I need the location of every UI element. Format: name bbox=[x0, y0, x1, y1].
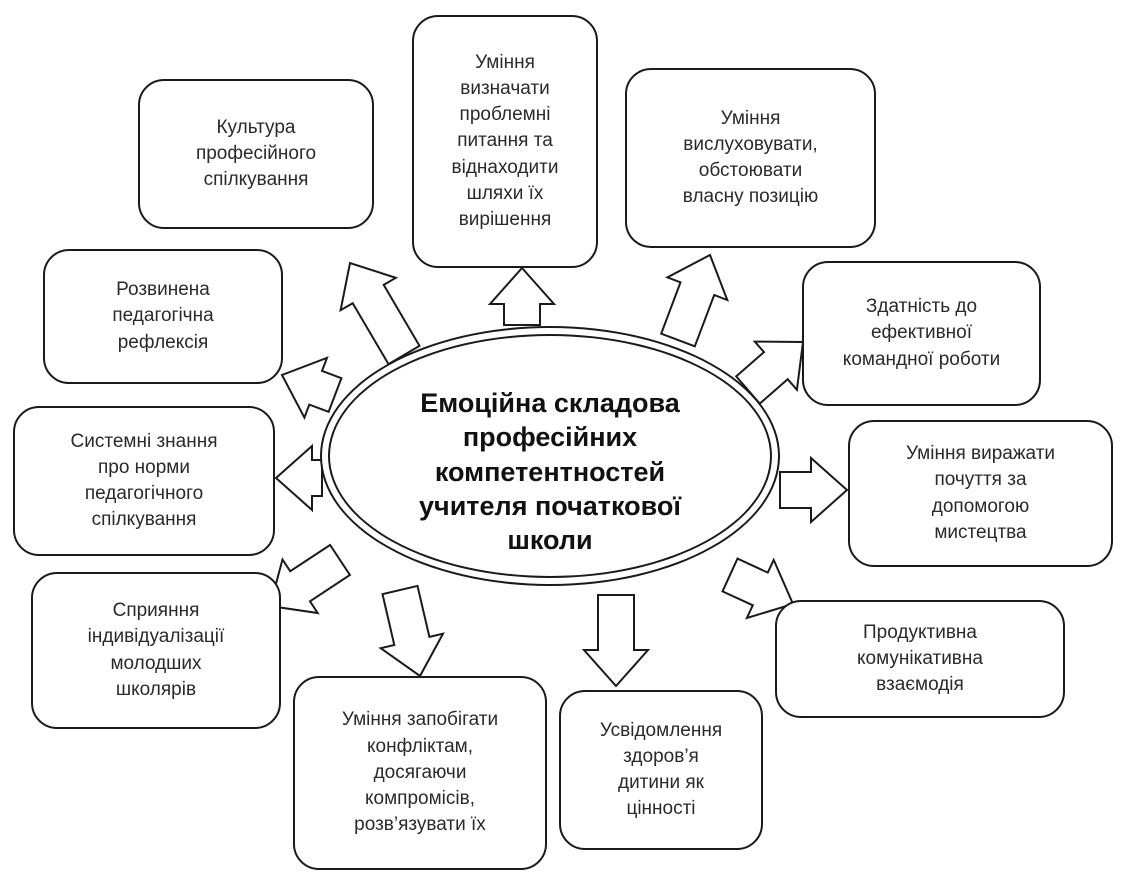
center-label: Емоційна складова професійних компетентн… bbox=[419, 388, 681, 556]
box-teamwork: Здатність до ефективної командної роботи bbox=[802, 261, 1041, 406]
box-professional-communication-culture: Культура професійного спілкування bbox=[138, 79, 374, 229]
arrow-conflicts bbox=[378, 584, 445, 678]
arrow-problems bbox=[487, 266, 557, 326]
box-communication-norms: Системні знання про норми педагогічного … bbox=[13, 406, 275, 556]
arrow-art bbox=[779, 455, 849, 525]
box-conflict-resolution: Уміння запобігати конфліктам, досягаючи … bbox=[293, 676, 547, 870]
box-problem-solving: Уміння визначати проблемні питання та ві… bbox=[412, 15, 598, 268]
box-productive-interaction: Продуктивна комунікативна взаємодія bbox=[775, 600, 1065, 718]
box-pedagogical-reflection: Розвинена педагогічна рефлексія bbox=[43, 249, 283, 384]
arrow-culture bbox=[339, 261, 421, 366]
arrow-productive bbox=[721, 557, 795, 620]
center-ellipse-inner bbox=[328, 334, 772, 578]
arrow-listen bbox=[659, 253, 730, 348]
arrow-team bbox=[734, 340, 805, 406]
arrow-norms bbox=[274, 443, 323, 513]
box-art-expression: Уміння виражати почуття за допомогою мис… bbox=[848, 420, 1113, 567]
box-listening-position: Уміння вислуховувати, обстоювати власну … bbox=[625, 68, 876, 248]
box-child-health: Усвідомлення здоров’я дитини як цінності bbox=[559, 690, 763, 850]
arrow-reflection bbox=[280, 356, 343, 421]
box-individualization: Сприяння індивідуалізації молодших школя… bbox=[31, 572, 281, 729]
arrow-individual bbox=[268, 543, 352, 615]
arrow-health bbox=[581, 594, 651, 688]
